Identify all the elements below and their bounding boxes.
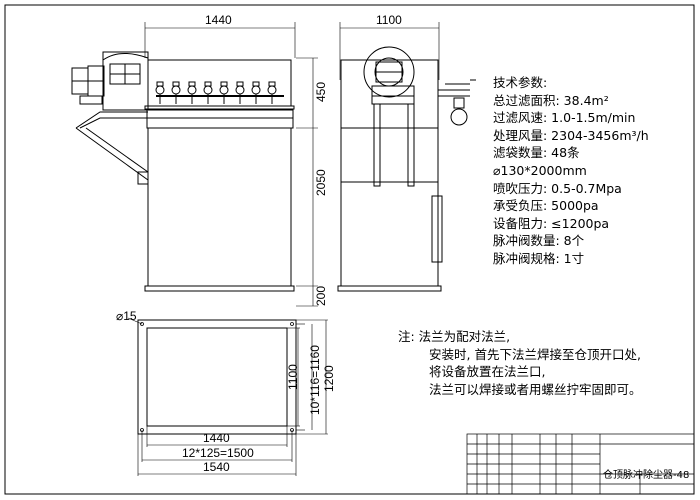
installation-note: 注: 法兰为配对法兰, 安装时, 首先下法兰焊接至仓顶开口处, 将设备放置在法兰… (398, 328, 698, 398)
dim-plan-outer-width: 1540 (203, 460, 230, 474)
spec-line: 滤袋数量: 48条 (493, 145, 580, 161)
valve-accessory (438, 79, 476, 126)
dim-plan-inner-height: 1100 (286, 364, 300, 390)
dim-plan-pitch-height: 10*116=1160 (308, 345, 322, 415)
note-line: 将设备放置在法兰口, (429, 364, 546, 379)
note-line: 法兰可以焊接或者用螺丝拧牢固即可。 (429, 381, 642, 397)
pulse-valves (155, 81, 277, 104)
support-frame-front (75, 111, 149, 185)
technical-specs: 技术参数: 总过滤面积: 38.4m² 过滤风速: 1.0-1.5m/min 处… (493, 74, 693, 268)
plan-view (127, 317, 328, 476)
spec-line: 脉冲阀规格: 1寸 (493, 250, 585, 266)
note-line: 安装时, 首先下法兰焊接至仓顶开口处, (429, 346, 641, 362)
spec-line: 处理风量: 2304-3456m³/h (493, 127, 649, 143)
drawing-name: 仓顶脉冲除尘器-48 (603, 470, 690, 481)
dim-side-width: 1100 (376, 13, 402, 27)
dim-front-width: 1440 (205, 13, 232, 27)
spec-line: 过滤风速: 1.0-1.5m/min (493, 110, 636, 126)
bolt-holes (140, 322, 294, 432)
spec-line: 设备阻力: ≤1200pa (493, 215, 610, 231)
dim-height-top: 450 (314, 82, 328, 102)
dim-plan-outer-height: 1200 (322, 365, 336, 392)
fan-assembly-front (71, 51, 149, 111)
dim-plan-inner-width: 1440 (203, 431, 230, 445)
spec-line: 承受负压: 5000pa (493, 198, 599, 214)
title-block (466, 433, 695, 495)
note-line: 注: 法兰为配对法兰, (398, 329, 511, 344)
spec-line: 喷吹压力: 0.5-0.7Mpa (493, 180, 622, 196)
dim-plan-pitch-width: 12*125=1500 (182, 446, 254, 460)
spec-line: 总过滤面积: 38.4m² (493, 92, 609, 108)
front-view (71, 22, 318, 307)
dim-plan-hole: ⌀15 (116, 309, 137, 323)
dim-height-bottom: 200 (314, 286, 328, 306)
drawing-border (4, 4, 695, 495)
fan-assembly-side (363, 46, 415, 105)
dim-height-middle: 2050 (314, 169, 328, 196)
spec-line: 脉冲阀数量: 8个 (493, 233, 585, 249)
specs-title: 技术参数: (493, 75, 548, 90)
spec-line: ⌀130*2000mm (493, 162, 587, 178)
side-view (337, 22, 476, 292)
